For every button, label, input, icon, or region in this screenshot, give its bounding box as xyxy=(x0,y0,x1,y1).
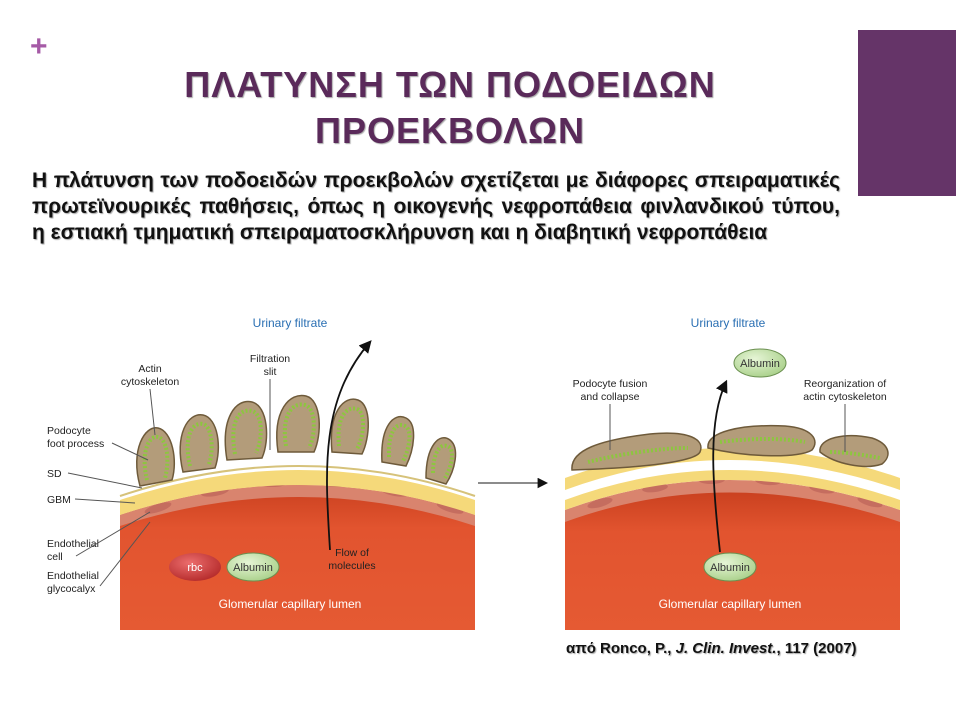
left-flow-arrow xyxy=(326,340,372,551)
left-podocyte-label-2: foot process xyxy=(47,438,104,450)
right-reorg-label-2: actin cytoskeleton xyxy=(803,391,887,403)
slide-title: ΠΛΑΤΥΝΣΗ ΤΩΝ ΠΟΔΟΕΙΔΩΝ ΠΡΟΕΚΒΟΛΩΝ xyxy=(60,62,840,154)
left-flow-label-1: Flow of xyxy=(335,547,369,559)
citation: από Ronco, P., J. Clin. Invest., 117 (20… xyxy=(566,640,857,657)
left-filtration-label-1: Filtration xyxy=(250,353,290,365)
left-slit-diaphragm xyxy=(119,465,476,497)
right-panel: Albumin Albumin Urinary filtrate Podocyt… xyxy=(565,316,900,630)
right-fusion-label-1: Podocyte fusion xyxy=(573,378,648,390)
left-endo-label-1: Endothelial xyxy=(47,538,99,550)
podocyte-figure: rbc Albumin Urinary filtrate Actin cytos… xyxy=(47,316,900,630)
slide-title-line1: ΠΛΑΤΥΝΣΗ ΤΩΝ ΠΟΔΟΕΙΔΩΝ xyxy=(184,64,716,105)
left-endo-leader xyxy=(75,511,151,557)
left-gbm-label: GBM xyxy=(47,494,71,506)
left-podocyte-leader xyxy=(111,442,149,461)
left-lumen-label: Glomerular capillary lumen xyxy=(219,597,362,611)
left-podocyte-label-1: Podocyte xyxy=(47,425,91,437)
citation-suffix: , 117 (2007) xyxy=(776,640,857,657)
right-gbm-inner xyxy=(565,460,900,500)
left-sd-leader xyxy=(67,472,143,489)
left-actin-leader xyxy=(149,388,156,436)
right-albumin-bottom-cell xyxy=(703,552,757,582)
right-flow-arrow xyxy=(712,379,728,553)
right-lumen-label: Glomerular capillary lumen xyxy=(659,597,802,611)
left-rbc-label: rbc xyxy=(187,562,203,574)
left-actin-label-2: cytoskeleton xyxy=(121,376,180,388)
left-albumin-cell xyxy=(226,552,280,582)
citation-prefix: από Ronco, P., xyxy=(566,640,676,657)
left-urinary-filtrate-label: Urinary filtrate xyxy=(253,316,328,330)
left-gbm-leader xyxy=(74,498,136,504)
right-albumin-top-cell xyxy=(733,348,787,378)
left-rbc-cell xyxy=(169,553,221,581)
right-fusion-label-2: and collapse xyxy=(581,391,640,403)
slide-title-line2: ΠΡΟΕΚΒΟΛΩΝ xyxy=(315,110,585,151)
left-filtration-label-2: slit xyxy=(264,366,277,378)
right-urinary-filtrate-label: Urinary filtrate xyxy=(691,316,766,330)
left-glyco-label-2: glycocalyx xyxy=(47,583,96,595)
left-sd-label: SD xyxy=(47,468,62,480)
left-endo-label-2: cell xyxy=(47,551,63,563)
left-actin-cytoskeleton xyxy=(142,402,454,481)
slide-body-text: Η πλάτυνση των ποδοειδών προεκβολών σχετ… xyxy=(32,169,840,244)
left-actin-label-1: Actin xyxy=(138,363,162,375)
left-glyco-leader xyxy=(99,521,151,587)
left-albumin-label: Albumin xyxy=(233,562,273,574)
accent-bar xyxy=(858,30,956,196)
right-reorg-label-1: Reorganization of xyxy=(804,378,886,390)
right-albumin-bottom-label: Albumin xyxy=(710,562,750,574)
left-glyco-label-1: Endothelial xyxy=(47,570,99,582)
plus-icon: + xyxy=(30,30,48,63)
left-panel: rbc Albumin Urinary filtrate Actin cytos… xyxy=(47,316,476,630)
left-capillary-lumen xyxy=(120,485,475,630)
citation-journal: J. Clin. Invest. xyxy=(675,640,777,657)
right-albumin-top-label: Albumin xyxy=(740,358,780,370)
left-gbm xyxy=(120,470,475,515)
right-actin-cytoskeleton xyxy=(587,437,881,464)
left-flow-label-2: molecules xyxy=(328,560,375,572)
